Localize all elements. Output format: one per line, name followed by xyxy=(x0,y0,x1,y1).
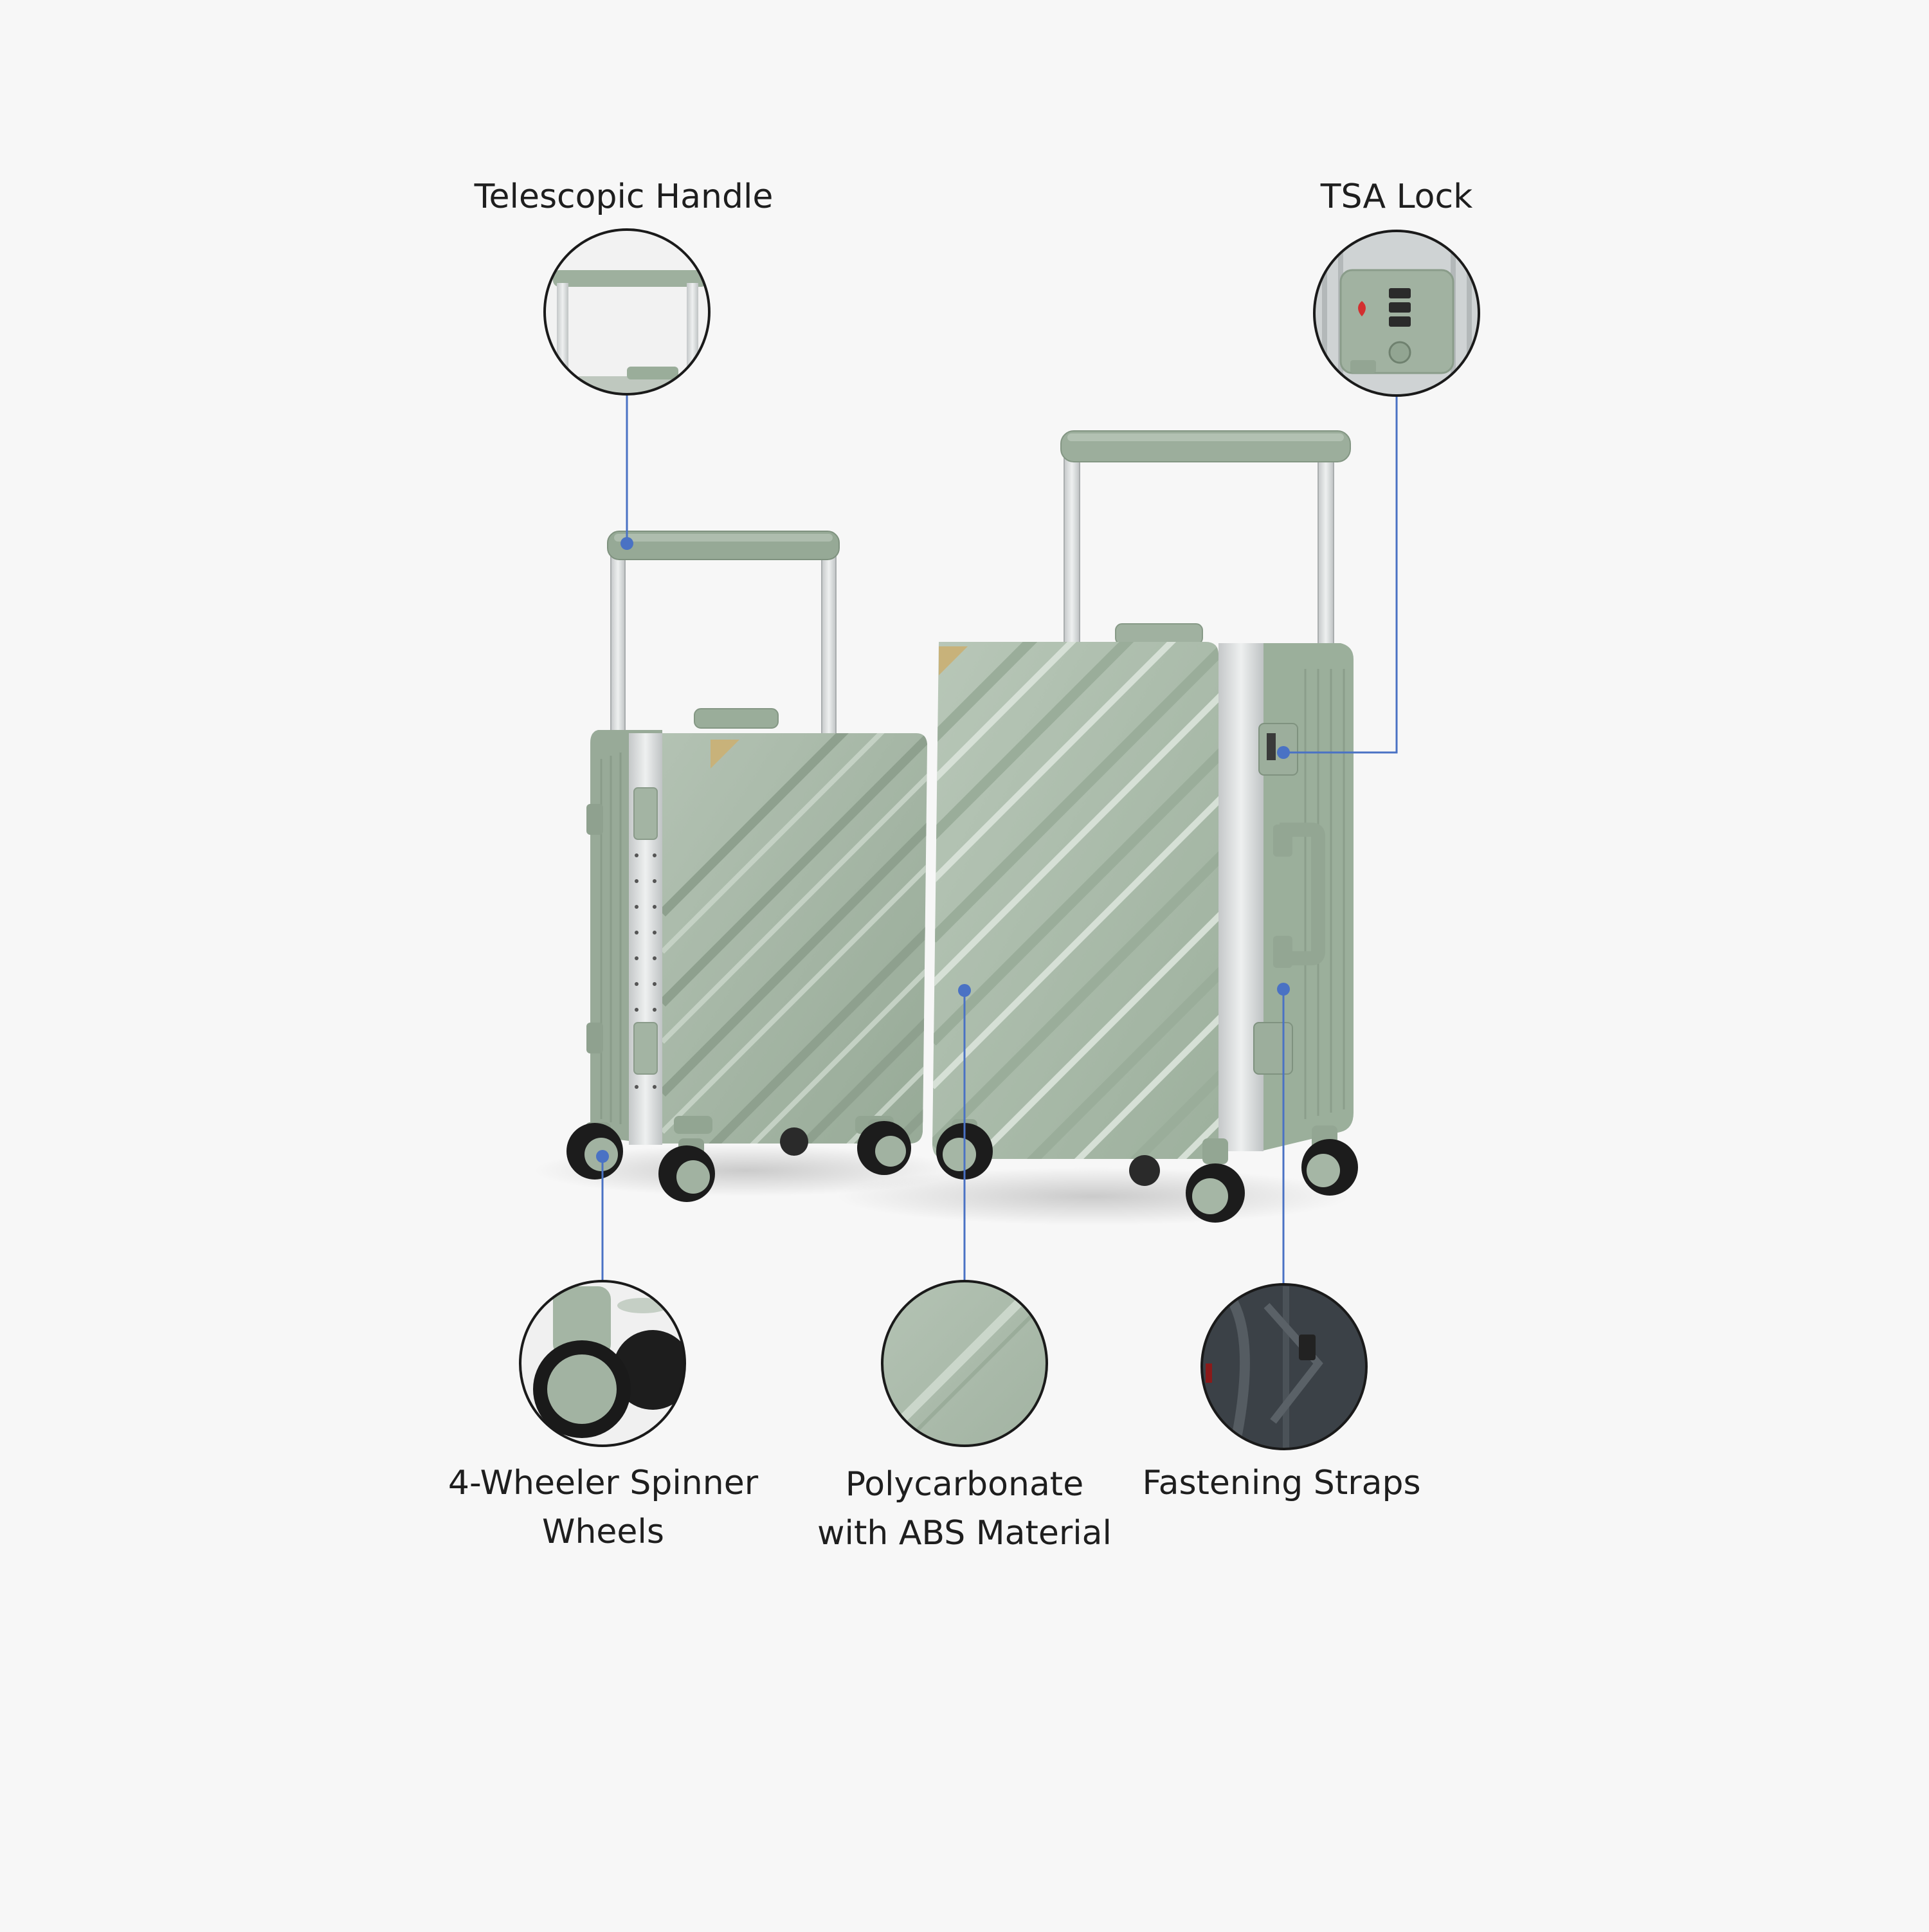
cabin-top-handle xyxy=(694,708,779,729)
telescopic-handle-icon xyxy=(543,228,711,396)
spinner-wheels-label: 4-Wheeler Spinner Wheels xyxy=(448,1464,759,1551)
callout-dot-lock xyxy=(1277,746,1290,759)
cabin-lock-bottom xyxy=(633,1022,658,1075)
material-label: Polycarbonate with ABS Material xyxy=(817,1465,1112,1553)
cabin-diagonal-ribs xyxy=(662,733,927,1144)
callout-dot-straps xyxy=(1277,983,1290,996)
cabin-side-foot-top xyxy=(586,804,603,835)
callout-dot-wheels xyxy=(596,1150,609,1163)
large-aluminum-frame xyxy=(1218,643,1263,1151)
callout-lines xyxy=(601,394,1398,1284)
large-top-handle xyxy=(1115,623,1203,645)
cabin-telescopic-handle xyxy=(607,531,840,740)
cabin-bottom-foot xyxy=(674,1116,712,1134)
large-telescopic-handle xyxy=(1060,430,1351,650)
cabin-front-shell xyxy=(662,733,927,1144)
fastening-straps-icon xyxy=(1200,1283,1368,1450)
cabin-wheels xyxy=(566,1119,911,1202)
callout-line-lock xyxy=(1283,396,1398,754)
large-side-handle xyxy=(1280,823,1325,965)
cabin-lock-top xyxy=(633,787,658,840)
left-suitcase-shadow xyxy=(534,1145,958,1196)
telescopic-handle-label: Telescopic Handle xyxy=(474,178,774,216)
callout-dot-handle xyxy=(620,537,633,550)
fastening-straps-label: Fastening Straps xyxy=(1142,1464,1421,1502)
large-corner-badge xyxy=(939,646,968,675)
spinner-wheel-icon xyxy=(519,1280,686,1447)
tsa-lock-label: TSA Lock xyxy=(1320,178,1473,216)
material-texture-icon xyxy=(881,1280,1048,1447)
cabin-suitcase xyxy=(566,531,927,1202)
cabin-side-foot-bottom xyxy=(586,1023,603,1053)
large-lower-lock xyxy=(1253,1022,1293,1075)
large-suitcase xyxy=(932,430,1358,1223)
callout-dot-material xyxy=(958,984,971,997)
tsa-lock-icon xyxy=(1313,230,1480,397)
cabin-corner-badge xyxy=(711,740,739,769)
right-suitcase-shadow xyxy=(836,1167,1350,1225)
callout-dots xyxy=(596,537,1290,1163)
large-diagonal-ribs xyxy=(932,642,1218,1159)
large-side-panel xyxy=(1260,643,1354,1151)
